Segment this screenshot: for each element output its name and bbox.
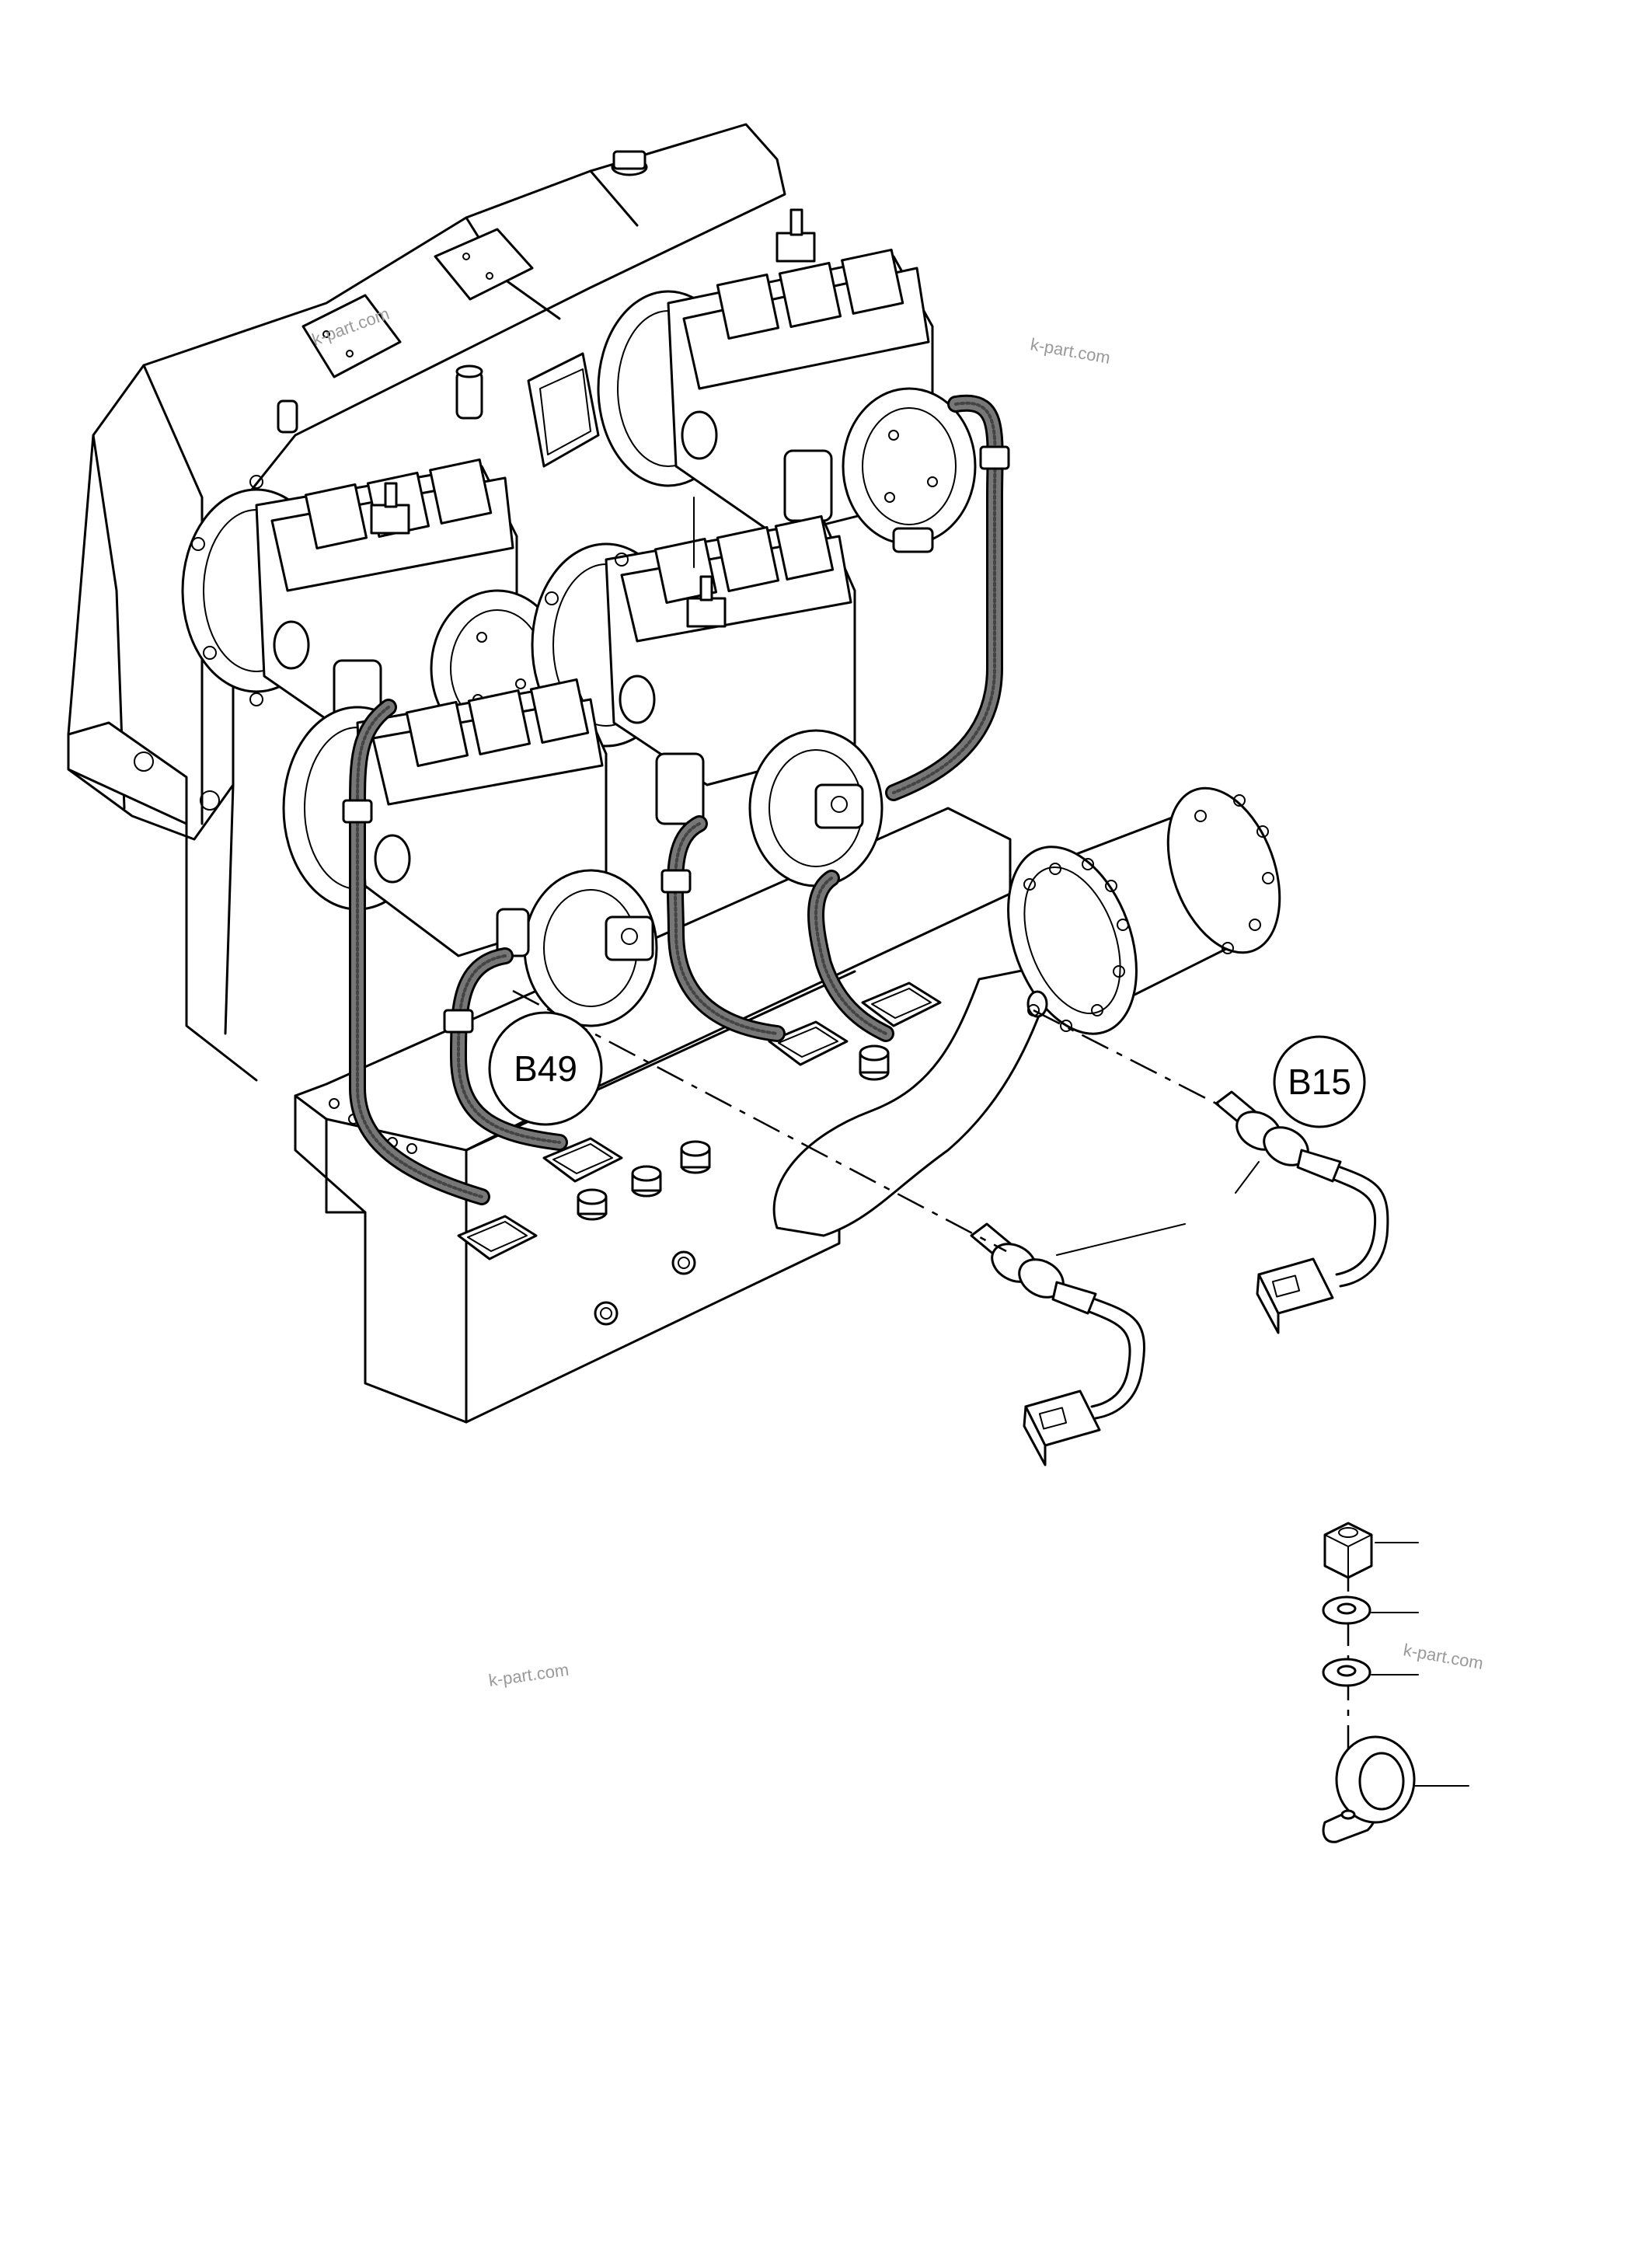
transmission-housing-icon [67, 123, 786, 1082]
hardware-stack [1322, 1522, 1469, 1843]
watermark: k-part.com [1402, 1640, 1485, 1673]
callout-b49-label: B49 [514, 1048, 577, 1089]
hydraulic-motor-top [597, 208, 977, 553]
hex-nut-icon [1323, 1522, 1373, 1579]
flat-washer-icon [1322, 1595, 1371, 1625]
callout-b15-label: B15 [1288, 1062, 1351, 1102]
hydraulic-motor-left [181, 458, 565, 748]
callout-b15: B15 [1273, 1035, 1366, 1128]
callout-b49: B49 [488, 1011, 603, 1126]
watermark: k-part.com [487, 1660, 570, 1690]
hose-clamp-icon [1322, 1735, 1416, 1843]
output-flange-shaft [772, 786, 1281, 1237]
hydraulic-motor-center [531, 515, 884, 887]
flat-washer-icon-2 [1322, 1658, 1371, 1687]
watermark: k-part.com [1029, 334, 1112, 368]
hydraulic-motor-lower [282, 678, 658, 1027]
hydraulic-hoses [342, 394, 1010, 1205]
speed-sensor-icon [970, 1090, 1389, 1466]
